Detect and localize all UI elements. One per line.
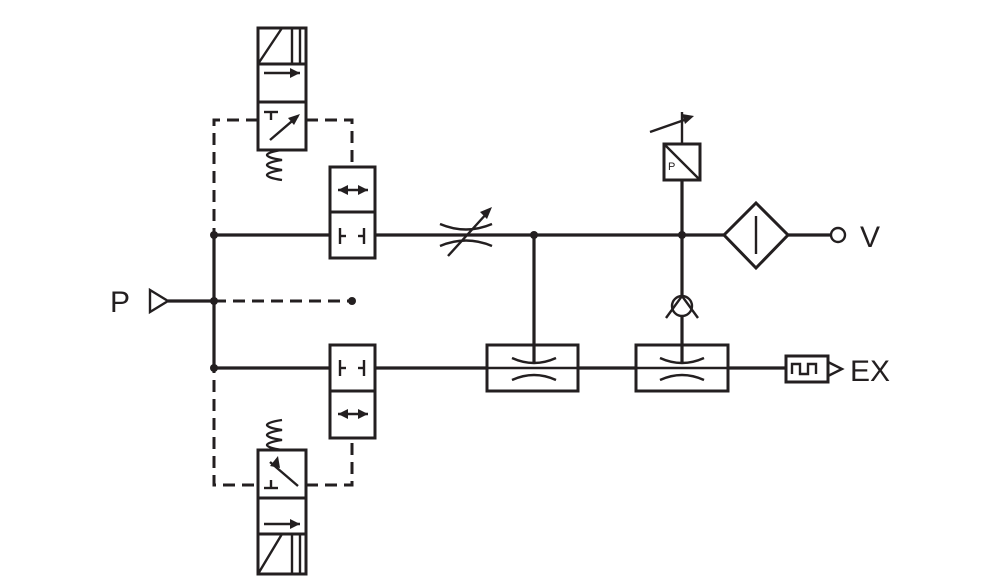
filter: V (721, 200, 880, 271)
pressure-switch-label: P (668, 161, 675, 173)
supply-manifold (168, 231, 356, 372)
lower-main-valve (328, 343, 377, 440)
vacuum-port-label: V (860, 221, 880, 254)
pressure-port: P (110, 286, 171, 319)
pilot-lines (212, 118, 354, 487)
silencer: EX (784, 354, 890, 388)
upper-solenoid-valve (256, 26, 308, 182)
exhaust-port-label: EX (850, 355, 890, 388)
check-valve (665, 293, 699, 345)
vacuum-line (375, 180, 724, 345)
pressure-port-label: P (110, 286, 130, 319)
ejector-1 (485, 343, 580, 393)
ejector-2 (634, 343, 730, 393)
adjustable-throttle (439, 207, 493, 257)
upper-main-valve (328, 165, 377, 260)
lower-solenoid-valve (256, 418, 308, 576)
pressure-switch: P (649, 112, 702, 182)
